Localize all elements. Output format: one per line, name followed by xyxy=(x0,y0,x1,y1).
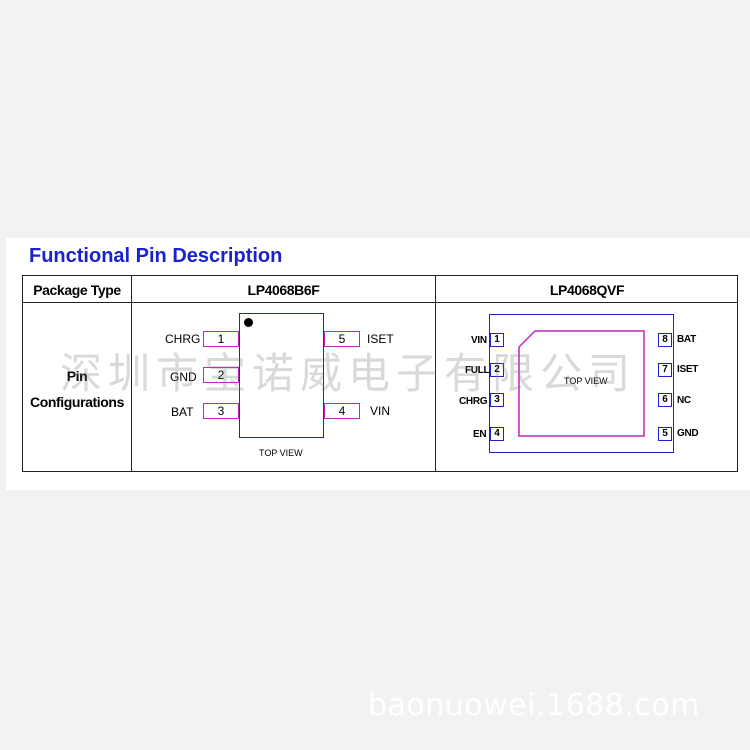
b6f-pin-number: 5 xyxy=(324,331,360,347)
b6f-pin-label: VIN xyxy=(370,404,391,418)
b6f-chip-body xyxy=(239,313,324,438)
content-card xyxy=(6,238,750,490)
qvf-pin-label: FULL xyxy=(465,365,490,376)
b6f-top-view-label: TOP VIEW xyxy=(259,448,303,458)
b6f-pin-label: GND xyxy=(170,370,197,384)
b6f-pin-label: ISET xyxy=(367,332,394,346)
b6f-pin-number: 1 xyxy=(203,331,239,347)
qvf-pin-label: VIN xyxy=(471,335,487,346)
qvf-pin-number: 4 xyxy=(490,427,504,441)
pin-description-table: Package Type LP4068B6F LP4068QVF Pin Con… xyxy=(22,275,738,472)
header-package-type: Package Type xyxy=(33,282,121,298)
row-label-pin: Pin xyxy=(66,368,88,384)
b6f-pin-number: 4 xyxy=(324,403,360,419)
qvf-pin-label: CHRG xyxy=(459,396,488,407)
watermark-url: baonuowei.1688.com xyxy=(368,688,700,723)
section-heading: Functional Pin Description xyxy=(29,245,283,267)
b6f-pin-number: 3 xyxy=(203,403,239,419)
header-lp4068b6f: LP4068B6F xyxy=(247,282,320,298)
qvf-chip-body xyxy=(489,314,674,453)
pin1-marker-icon xyxy=(244,318,253,327)
qvf-exposed-pad xyxy=(518,330,645,437)
qvf-pin-number: 6 xyxy=(658,393,672,407)
qvf-pin-label: BAT xyxy=(677,334,696,345)
qvf-top-view-label: TOP VIEW xyxy=(564,376,608,386)
qvf-pin-label: GND xyxy=(677,428,699,439)
qvf-pin-number: 3 xyxy=(490,393,504,407)
qvf-pin-number: 8 xyxy=(658,333,672,347)
b6f-pin-label: BAT xyxy=(171,405,194,419)
watermark-company-name: 深圳市宝诺威电子有限公司 xyxy=(60,349,637,398)
header-lp4068qvf: LP4068QVF xyxy=(549,282,625,298)
qvf-pin-label: NC xyxy=(677,395,691,406)
qvf-pin-number: 2 xyxy=(490,363,504,377)
qvf-pin-label: ISET xyxy=(677,364,699,375)
b6f-pin-label: CHRG xyxy=(165,332,201,346)
b6f-pin-number: 2 xyxy=(203,367,239,383)
qvf-pin-label: EN xyxy=(473,429,487,440)
header-divider xyxy=(23,302,737,303)
row-label-configurations: Configurations xyxy=(30,394,124,410)
column-divider xyxy=(131,276,132,471)
qvf-pin-number: 7 xyxy=(658,363,672,377)
qvf-pin-number: 1 xyxy=(490,333,504,347)
column-divider xyxy=(435,276,436,471)
qvf-pin-number: 5 xyxy=(658,427,672,441)
